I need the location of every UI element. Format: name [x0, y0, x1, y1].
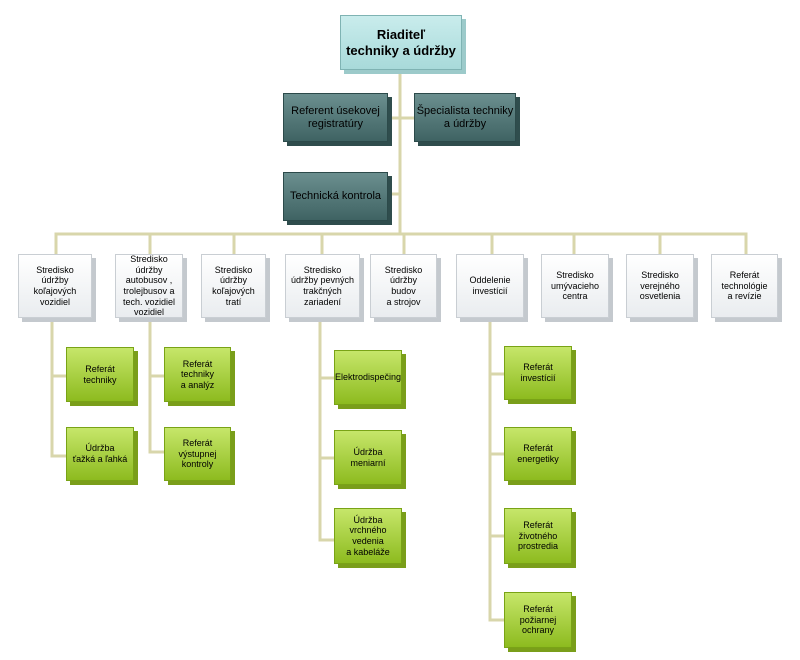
department-box-koľajovych-vozidiel[interactable]: Stredisko údržby koľajových vozidiel [18, 254, 92, 318]
department-box-autobusov[interactable]: Stredisko údržby autobusov , trolejbusov… [115, 254, 183, 318]
department-box-trakcnych-zariadeni[interactable]: Stredisko údržby pevných trakčných zaria… [285, 254, 360, 318]
department-label: Oddelenie investícií [469, 275, 511, 296]
unit-box-udrzba-vrchneho-vedenia[interactable]: Údržba vrchného vedenia a kabeláže [334, 508, 402, 564]
unit-box-referat-energetiky[interactable]: Referát energetiky [504, 427, 572, 481]
specialista-techniky-label: Špecialista techniky a údržby [416, 104, 514, 130]
department-box-investicii[interactable]: Oddelenie investícií [456, 254, 524, 318]
unit-label: Údržba vrchného vedenia a kabeláže [346, 514, 390, 557]
unit-label: Referát životného prostredia [517, 520, 559, 552]
director-label: Riaditeľ techniky a údržby [346, 27, 456, 58]
unit-box-udrzba-meniarni[interactable]: Údržba meniarní [334, 430, 402, 485]
unit-label: Referát techniky [83, 363, 117, 385]
unit-label: Referát techniky a analýz [180, 358, 215, 390]
department-label: Referát technológie a revízie [721, 270, 768, 302]
unit-box-referat-zivotneho-prostredia[interactable]: Referát životného prostredia [504, 508, 572, 564]
referent-registratury-label: Referent úsekovej registratúry [291, 104, 380, 130]
department-box-umyvacieho-centra[interactable]: Stredisko umývacieho centra [541, 254, 609, 318]
unit-label: Údržba ťažká a ľahká [72, 443, 128, 464]
specialista-techniky-box[interactable]: Špecialista techniky a údržby [414, 93, 516, 142]
unit-box-udrzba-tazka-lahka[interactable]: Údržba ťažká a ľahká [66, 427, 134, 481]
referent-registratury-box[interactable]: Referent úsekovej registratúry [283, 93, 388, 142]
technicka-kontrola-label: Technická kontrola [289, 190, 382, 203]
unit-box-referat-vystupnej-kontroly[interactable]: Referát výstupnej kontroly [164, 427, 231, 481]
unit-box-elektrodispecing[interactable]: Elektrodispečing [334, 350, 402, 405]
department-box-verejneho-osvetlenia[interactable]: Stredisko verejného osvetlenia [626, 254, 694, 318]
department-box-koľajovych-trati[interactable]: Stredisko údržby koľajových tratí [201, 254, 266, 318]
department-label: Stredisko údržby budov a strojov [384, 264, 423, 307]
unit-label: Referát výstupnej kontroly [178, 438, 217, 470]
unit-label: Elektrodispečing [334, 372, 402, 383]
department-label: Stredisko údržby autobusov , trolejbusov… [122, 254, 176, 318]
department-label: Stredisko údržby koľajových tratí [212, 264, 255, 307]
unit-box-referat-poziarnej-ochrany[interactable]: Referát požiarnej ochrany [504, 592, 572, 648]
department-box-budov-strojov[interactable]: Stredisko údržby budov a strojov [370, 254, 437, 318]
unit-label: Referát investícií [520, 362, 556, 383]
department-label: Stredisko údržby pevných trakčných zaria… [290, 264, 355, 307]
department-label: Stredisko umývacieho centra [550, 270, 600, 302]
department-box-technologie-revizie[interactable]: Referát technológie a revízie [711, 254, 778, 318]
unit-box-referat-techniky[interactable]: Referát techniky [66, 347, 134, 402]
department-label: Stredisko verejného osvetlenia [639, 270, 681, 302]
technicka-kontrola-box[interactable]: Technická kontrola [283, 172, 388, 221]
unit-label: Referát požiarnej ochrany [519, 604, 557, 636]
unit-box-referat-investicii[interactable]: Referát investícií [504, 346, 572, 400]
director-box[interactable]: Riaditeľ techniky a údržby [340, 15, 462, 70]
unit-label: Referát energetiky [517, 443, 559, 464]
unit-box-referat-techniky-analyz[interactable]: Referát techniky a analýz [164, 347, 231, 402]
unit-label: Údržba meniarní [350, 446, 386, 468]
department-label: Stredisko údržby koľajových vozidiel [33, 264, 77, 307]
